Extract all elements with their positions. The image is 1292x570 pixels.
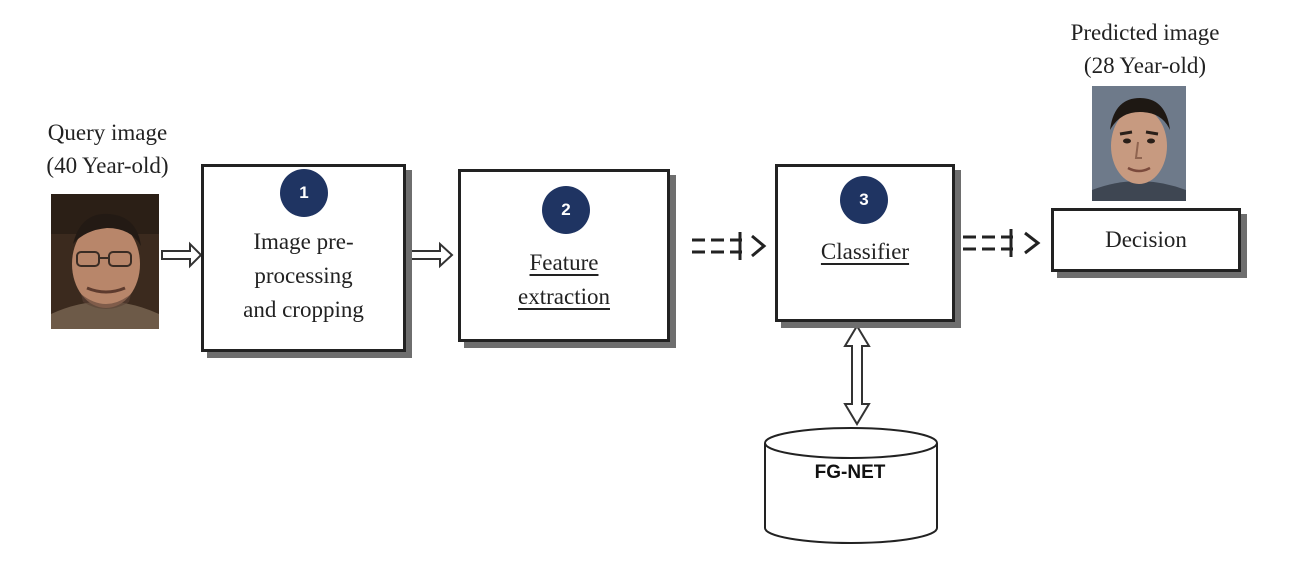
query-image-title: Query image	[47, 120, 168, 145]
step-3-badge: 3	[840, 176, 888, 224]
database-cylinder-icon	[764, 427, 938, 544]
feature-extraction-label: Feature extraction	[518, 250, 610, 309]
predicted-image-title: Predicted image	[1070, 20, 1220, 45]
dashed-arrow-icon	[692, 232, 767, 260]
double-arrow-icon	[843, 324, 871, 426]
predicted-face-photo	[1092, 86, 1186, 201]
query-image-age: (40 Year-old)	[46, 153, 169, 178]
query-image-label: Query image (40 Year-old)	[20, 116, 195, 182]
classifier-box: 3 Classifier	[775, 164, 955, 322]
preprocessing-label: Image pre- processing and cropping	[243, 229, 364, 322]
hollow-arrow-icon	[161, 241, 203, 269]
feature-extraction-box: 2 Feature extraction	[458, 169, 670, 342]
classifier-label: Classifier	[820, 239, 910, 264]
preprocessing-box: 1 Image pre- processing and cropping	[201, 164, 406, 352]
step-2-badge: 2	[542, 186, 590, 234]
decision-label: Decision	[1105, 227, 1187, 252]
predicted-image-label: Predicted image (28 Year-old)	[1040, 16, 1250, 82]
predicted-image-age: (28 Year-old)	[1083, 53, 1207, 78]
hollow-arrow-icon	[408, 241, 454, 269]
database-label: FG-NET	[814, 462, 886, 483]
step-1-badge: 1	[280, 169, 328, 217]
dashed-arrow-icon	[963, 229, 1041, 257]
decision-box: Decision	[1051, 208, 1241, 272]
query-face-photo	[51, 194, 159, 329]
